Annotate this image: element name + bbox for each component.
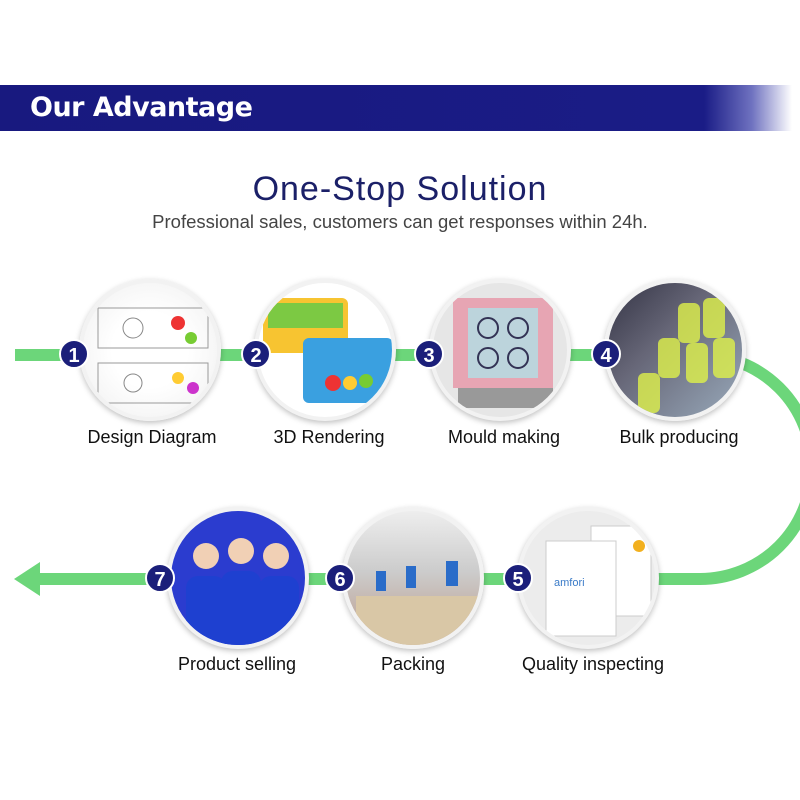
step-image-3d-rendering — [254, 279, 396, 421]
step-image-bulk-producing — [604, 279, 746, 421]
step-number-badge: 2 — [241, 339, 271, 369]
step-number-badge: 5 — [503, 563, 533, 593]
banner-title: Our Advantage — [30, 92, 253, 123]
step-image-design-diagram — [79, 279, 221, 421]
step-label: 3D Rendering — [273, 427, 385, 447]
step-label: Packing — [380, 654, 446, 674]
step-image-mould-making — [429, 279, 571, 421]
header-banner: Our Advantage — [0, 85, 800, 131]
step-image-product-selling — [167, 507, 309, 649]
step-image-quality-inspecting: amfori — [517, 507, 659, 649]
step-label: Quality inspecting — [521, 654, 665, 674]
step-label: Product selling — [177, 654, 297, 674]
page-title: One-Stop Solution — [252, 170, 548, 208]
step-label: Bulk producing — [619, 427, 739, 447]
step-number-badge: 4 — [591, 339, 621, 369]
step-image-packing — [342, 507, 484, 649]
step-label: Design Diagram — [87, 427, 217, 447]
step-number-badge: 6 — [325, 563, 355, 593]
arrow-head-icon — [14, 562, 40, 596]
step-number-badge: 3 — [414, 339, 444, 369]
svg-text:amfori: amfori — [554, 577, 585, 589]
step-number-badge: 7 — [145, 563, 175, 593]
step-label: Mould making — [447, 427, 561, 447]
step-number-badge: 1 — [59, 339, 89, 369]
page-subtitle: Professional sales, customers can get re… — [152, 211, 648, 232]
